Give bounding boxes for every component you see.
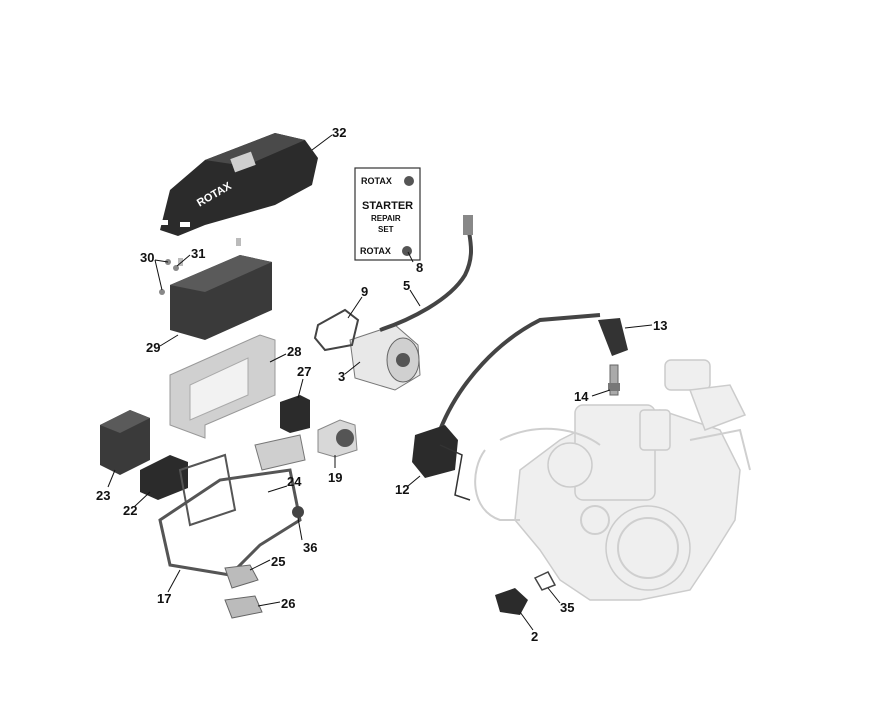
sensor bbox=[495, 588, 528, 615]
callout-labels: 32 8 30 31 9 5 13 29 28 3 27 14 23 22 19… bbox=[96, 125, 667, 644]
callout-8: 8 bbox=[416, 260, 423, 275]
decal-line3: SET bbox=[378, 225, 394, 234]
battery bbox=[170, 238, 272, 340]
brackets bbox=[224, 564, 263, 619]
callout-32: 32 bbox=[332, 125, 346, 140]
callout-35: 35 bbox=[560, 600, 574, 615]
callout-24: 24 bbox=[287, 474, 302, 489]
callout-13: 13 bbox=[653, 318, 667, 333]
callout-19: 19 bbox=[328, 470, 342, 485]
electrical-box-frame bbox=[158, 434, 306, 577]
callout-30: 30 bbox=[140, 250, 154, 265]
starter-relay bbox=[317, 419, 358, 458]
callout-26: 26 bbox=[281, 596, 295, 611]
decal-title: STARTER bbox=[362, 200, 413, 212]
callout-28: 28 bbox=[287, 344, 301, 359]
decal-brand-bottom: ROTAX bbox=[360, 246, 391, 256]
ignition-lead bbox=[438, 313, 628, 431]
callout-25: 25 bbox=[271, 554, 285, 569]
rectifier bbox=[140, 455, 188, 500]
sensor-gasket bbox=[533, 571, 557, 591]
decal-brand-top: ROTAX bbox=[361, 176, 392, 186]
grommet bbox=[292, 506, 304, 518]
starter-cable bbox=[379, 215, 473, 332]
starter-motor bbox=[349, 324, 421, 391]
callout-12: 12 bbox=[395, 482, 409, 497]
spark-plug bbox=[608, 364, 620, 396]
ignition-coil bbox=[412, 425, 471, 501]
callout-5: 5 bbox=[403, 278, 410, 293]
callout-2: 2 bbox=[531, 629, 538, 644]
starter-gasket bbox=[313, 308, 360, 352]
callout-3: 3 bbox=[338, 369, 345, 384]
decal-line2: REPAIR bbox=[371, 214, 401, 223]
battery-holder bbox=[169, 334, 276, 439]
callout-22: 22 bbox=[123, 503, 137, 518]
callout-17: 17 bbox=[157, 591, 171, 606]
callout-23: 23 bbox=[96, 488, 110, 503]
callout-14: 14 bbox=[574, 389, 589, 404]
battery-cover: ROTAX bbox=[158, 133, 318, 236]
callout-29: 29 bbox=[146, 340, 160, 355]
switch bbox=[280, 395, 310, 433]
callout-9: 9 bbox=[361, 284, 368, 299]
callout-31: 31 bbox=[191, 246, 205, 261]
control-unit bbox=[100, 410, 150, 475]
callout-27: 27 bbox=[297, 364, 311, 379]
starter-repair-set-decal: ROTAX STARTER REPAIR SET ROTAX bbox=[354, 167, 421, 261]
leader-lines bbox=[107, 134, 653, 631]
engine-ghost bbox=[474, 359, 751, 601]
callout-36: 36 bbox=[303, 540, 317, 555]
